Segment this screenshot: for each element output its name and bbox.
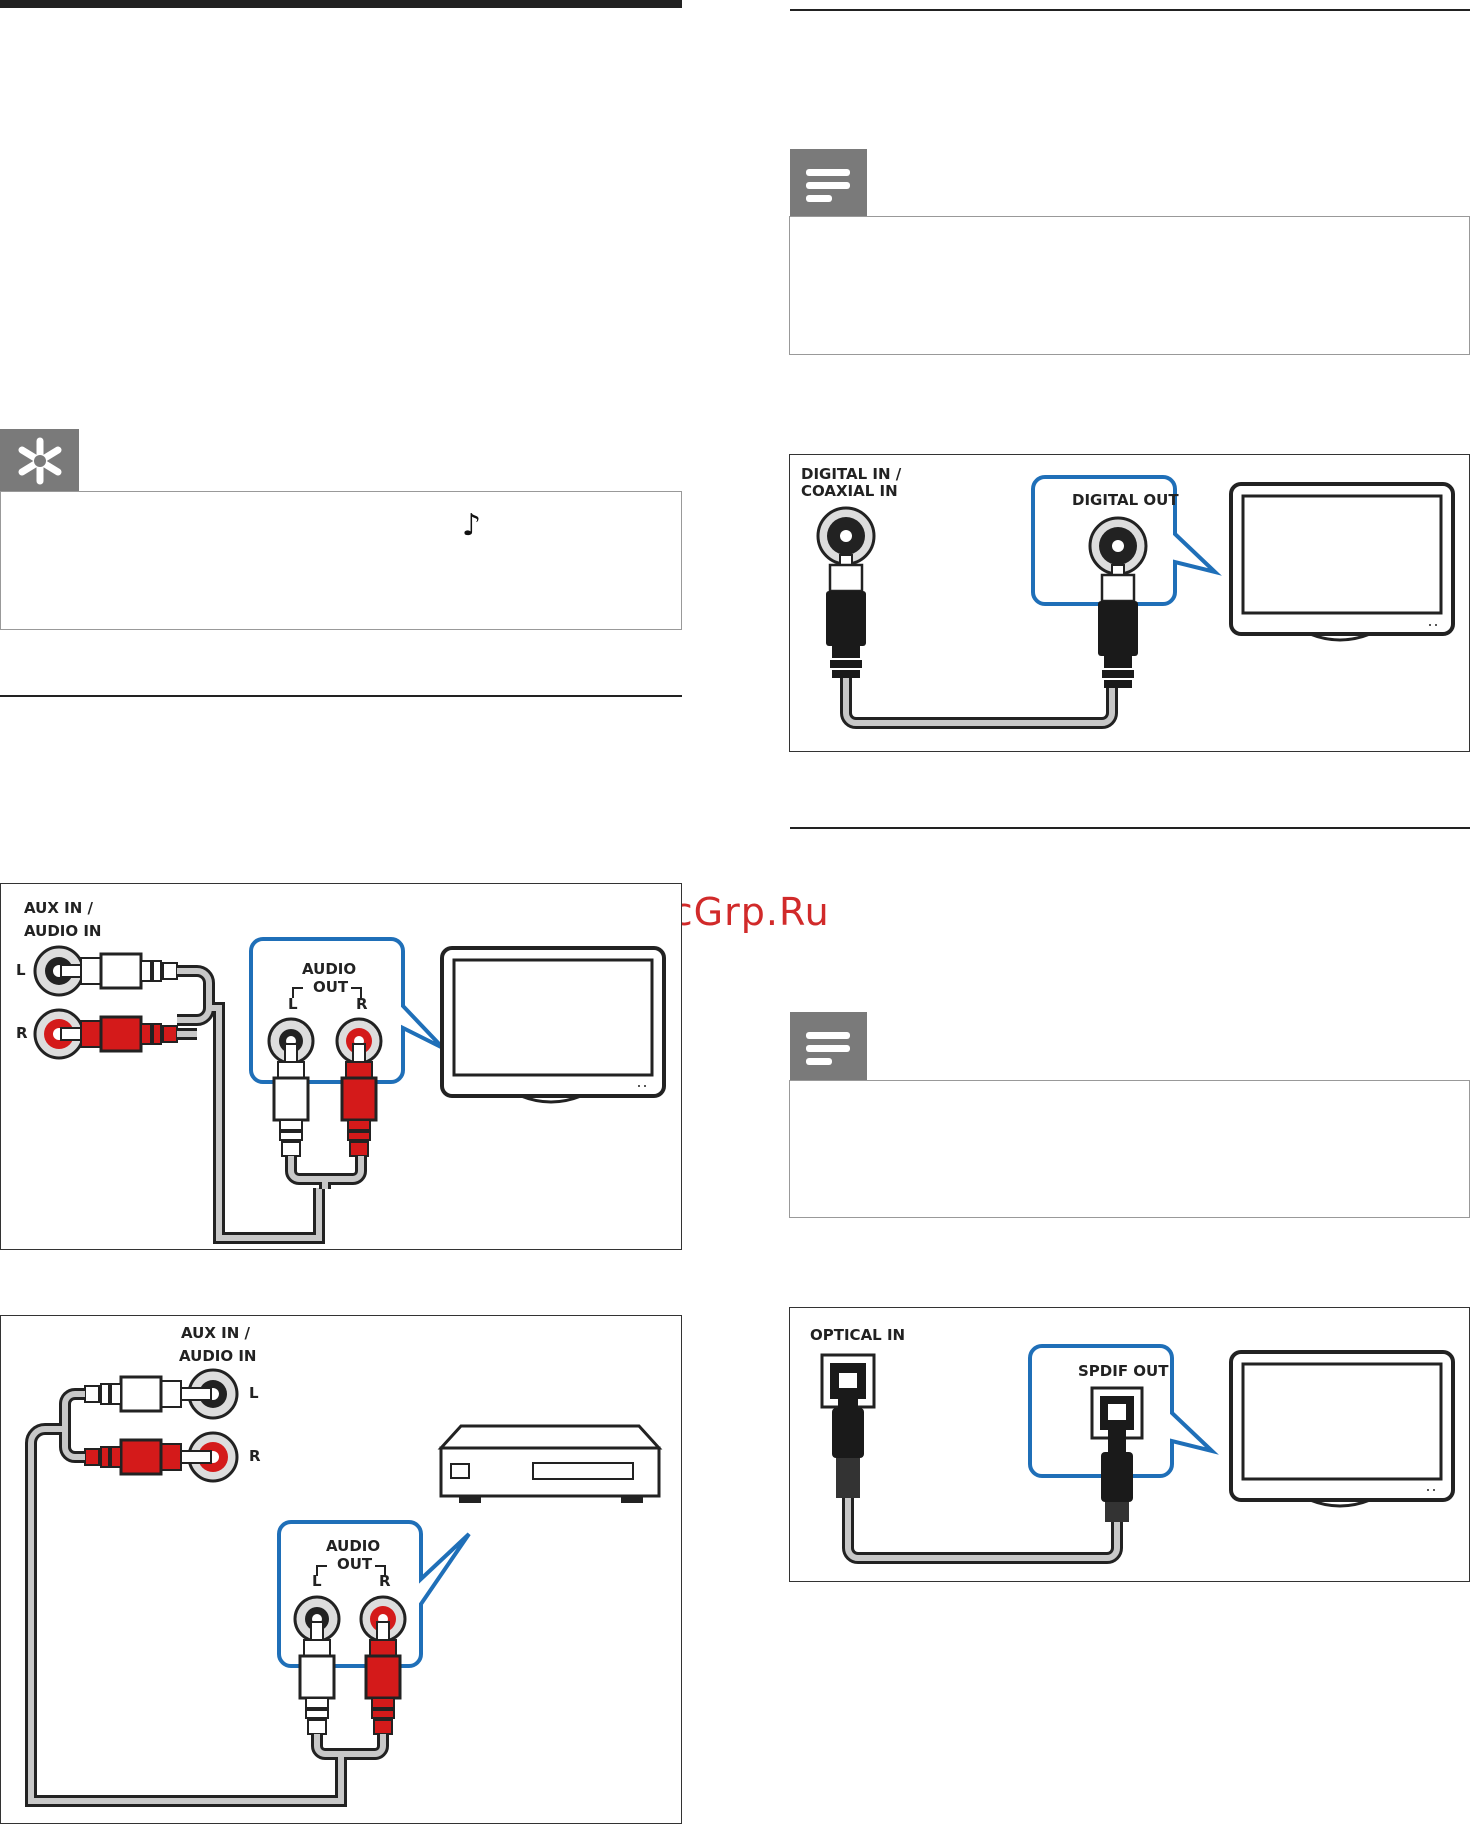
note-box	[789, 216, 1470, 355]
tv-icon	[1229, 1350, 1455, 1508]
audio-out-label: AUDIO	[326, 1537, 380, 1555]
aux-in-jack-right	[187, 1431, 239, 1483]
optical-in-label: OPTICAL IN	[810, 1326, 905, 1344]
audio-out-plug-red	[364, 1621, 402, 1735]
aux-tv-connection-figure: AUX IN / AUDIO IN L R	[0, 883, 682, 1250]
coaxial-in-label: COAXIAL IN	[801, 482, 898, 500]
note-tab	[790, 1012, 867, 1081]
coaxial-plug-left	[826, 554, 866, 678]
audio-in-label: AUDIO IN	[179, 1347, 256, 1365]
note-lines-icon	[806, 169, 850, 202]
spdif-out-label: SPDIF OUT	[1078, 1362, 1169, 1380]
aux-plug-red	[84, 1438, 212, 1476]
audio-out-plug-red	[340, 1043, 378, 1157]
aux-in-label: AUX IN /	[24, 899, 93, 917]
coaxial-connection-figure: DIGITAL IN / COAXIAL IN DIGITAL OUT	[789, 454, 1470, 752]
disc-player-icon	[437, 1424, 663, 1503]
asterisk-icon	[18, 437, 62, 485]
spdif-out-port	[1090, 1386, 1144, 1440]
out-right-label: R	[379, 1572, 391, 1590]
optical-plug-left	[832, 1388, 864, 1498]
section-rule	[0, 695, 682, 697]
out-right-label: R	[356, 995, 368, 1013]
coaxial-out-jack	[1088, 516, 1148, 576]
highlight-callout	[249, 937, 445, 1084]
out-left-label: L	[288, 995, 298, 1013]
audio-out-plug-white	[298, 1621, 336, 1735]
tv-icon	[440, 946, 666, 1104]
aux-plug-white	[60, 952, 178, 990]
optical-cable	[842, 1498, 1123, 1564]
coaxial-in-jack	[816, 506, 876, 566]
left-channel-label: L	[249, 1384, 259, 1402]
digital-in-label: DIGITAL IN /	[801, 465, 902, 483]
optical-connection-figure: OPTICAL IN SPDIF OUT	[789, 1307, 1470, 1582]
right-channel-label: R	[249, 1447, 261, 1465]
right-channel-label: R	[16, 1024, 28, 1042]
tip-tab	[0, 429, 79, 492]
optical-plug-right	[1101, 1430, 1133, 1522]
section-rule	[790, 9, 1470, 11]
tip-box	[0, 491, 682, 630]
aux-plug-white	[84, 1375, 212, 1413]
tv-icon	[1229, 482, 1455, 642]
audio-in-label: AUDIO IN	[24, 922, 101, 940]
highlight-callout	[1028, 1344, 1219, 1478]
digital-out-label: DIGITAL OUT	[1072, 491, 1179, 509]
aux-in-jack-right	[33, 1008, 85, 1060]
left-channel-label: L	[16, 961, 26, 979]
note-tab	[790, 149, 867, 217]
section-rule	[790, 827, 1470, 829]
out-left-label: L	[312, 1572, 322, 1590]
audio-out-label: AUDIO	[302, 960, 356, 978]
note-box	[789, 1080, 1470, 1218]
music-note-glyph: ♪	[462, 508, 482, 543]
note-lines-icon	[806, 1032, 850, 1065]
highlight-callout	[277, 1520, 471, 1668]
coaxial-plug-right	[1098, 564, 1138, 688]
aux-in-label: AUX IN /	[181, 1324, 250, 1342]
aux-plug-red	[60, 1015, 178, 1053]
out-label: OUT	[337, 1555, 373, 1573]
highlight-callout	[1031, 475, 1222, 606]
out-label: OUT	[313, 978, 349, 996]
coaxial-cable	[840, 678, 1118, 729]
audio-out-plug-white	[272, 1043, 310, 1157]
aux-player-connection-figure: AUX IN / AUDIO IN L R	[0, 1315, 682, 1824]
top-heading-bar	[0, 0, 682, 8]
